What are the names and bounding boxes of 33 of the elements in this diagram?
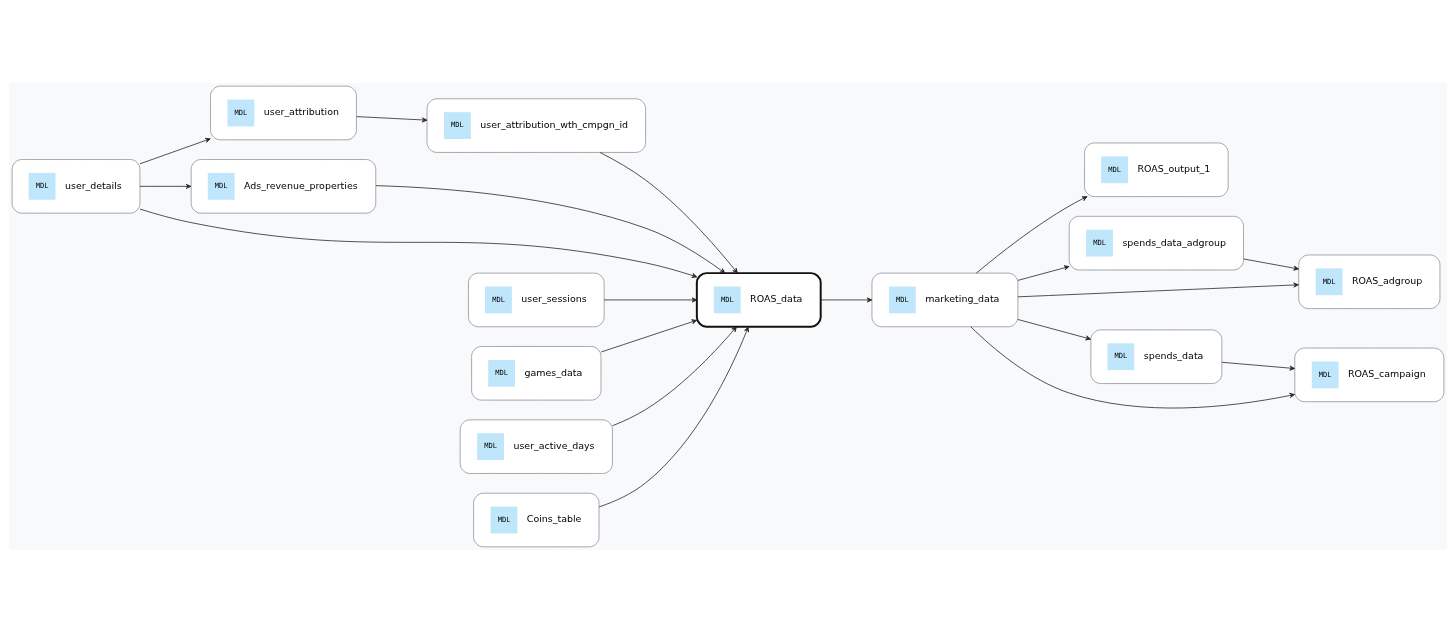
- arrow: [139, 137, 211, 165]
- arrow: [976, 196, 1088, 274]
- node-box: MDL spends_data: [1090, 329, 1223, 384]
- arrow: [600, 319, 698, 353]
- node-box: MDL ROAS_campaign: [1294, 347, 1445, 403]
- node-box: MDL ROAS_output_1: [1084, 142, 1229, 197]
- node-box: MDL games_data: [471, 346, 602, 401]
- node-box: MDL user_sessions: [468, 272, 605, 328]
- arrow: [1243, 258, 1299, 271]
- arrow: [598, 326, 749, 508]
- node-box: MDL spends_data_adgroup: [1068, 215, 1244, 271]
- node-box: MDL user_attribution_wth_cmpgn_id: [426, 98, 646, 153]
- arrow: [139, 208, 698, 278]
- node-box: MDL Ads_revenue_properties: [190, 159, 377, 214]
- arrow: [139, 183, 192, 189]
- arrow: [356, 116, 428, 123]
- node-box: MDL user_attribution: [210, 85, 357, 141]
- node-box: MDL user_active_days: [459, 419, 613, 474]
- arrow: [1017, 319, 1091, 341]
- node-box: MDL user_details: [11, 159, 141, 214]
- arrow: [1221, 361, 1295, 371]
- arrow: [603, 297, 698, 303]
- node-box: MDL Coins_table: [473, 492, 600, 548]
- node-box: MDL ROAS_adgroup: [1298, 254, 1441, 309]
- node-box: MDL marketing_data: [871, 272, 1019, 328]
- arrow: [375, 185, 726, 274]
- arrow: [1017, 265, 1070, 281]
- arrow: [599, 152, 738, 274]
- arrow: [820, 297, 873, 303]
- arrow: [612, 326, 737, 427]
- node-box: MDL ROAS_data: [695, 272, 822, 328]
- arrow: [970, 326, 1295, 409]
- arrow: [1017, 282, 1299, 298]
